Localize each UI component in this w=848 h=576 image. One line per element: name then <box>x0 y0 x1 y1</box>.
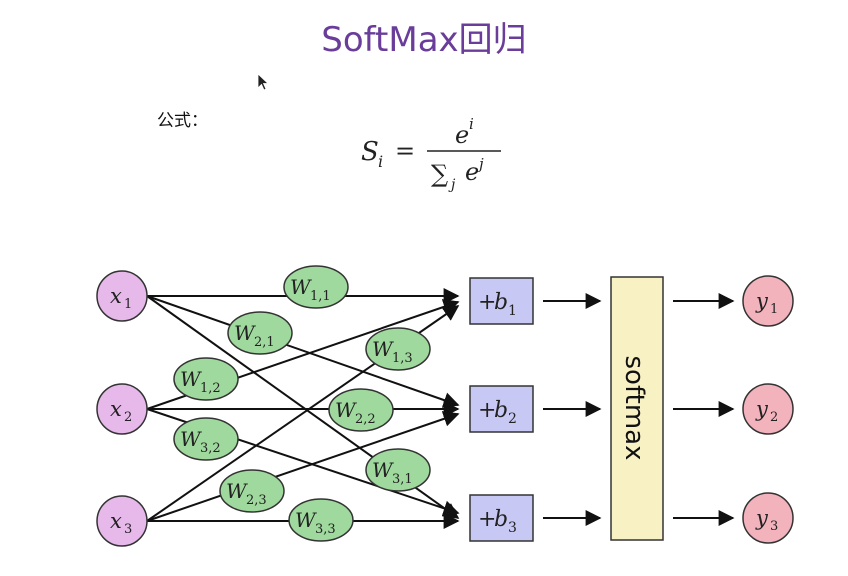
input-x3-base: x <box>110 509 122 533</box>
output-y2-sub: 2 <box>770 410 778 425</box>
bias-node-b1: + b 1 <box>469 277 534 325</box>
bias-b1-plus: + <box>478 290 496 315</box>
formula-sum-sub: j <box>448 177 456 192</box>
bias-b2-plus: + <box>478 398 496 423</box>
bias-b1-sub: 1 <box>508 303 517 319</box>
weight-node-w31: W 3,1 <box>365 448 431 492</box>
input-x1-base: x <box>110 284 122 308</box>
input-x1-sub: 1 <box>124 297 132 312</box>
bias-b3-sub: 3 <box>508 520 517 536</box>
weight-node-w12: W 1,2 <box>173 357 239 401</box>
output-y2-base: y <box>755 397 769 421</box>
bias-b1-base: b <box>494 290 508 315</box>
output-y3-sub: 3 <box>770 519 778 534</box>
output-node-y1: y 1 <box>742 275 794 327</box>
input-x3-sub: 3 <box>124 522 132 537</box>
formula-label: 公式： <box>157 111 208 131</box>
output-connections <box>543 293 735 526</box>
weight-node-w13: W 1,3 <box>365 327 431 371</box>
weight-node-w21: W 2,1 <box>227 311 293 355</box>
weight-w21-base: W <box>234 321 256 345</box>
formula-lhs-symbol: S <box>361 137 379 167</box>
output-y1-sub: 1 <box>770 302 778 317</box>
bias-b3-plus: + <box>478 507 496 532</box>
bias-b2-base: b <box>494 398 508 423</box>
weight-w31-sub: 3,1 <box>392 472 413 487</box>
weight-w13-base: W <box>372 337 394 361</box>
softmax-formula: S i = e i ∑ j e j <box>361 115 501 192</box>
page-title: SoftMax回归 <box>321 20 527 60</box>
weight-w33-base: W <box>295 508 317 532</box>
input-node-x3: x 3 <box>96 495 148 547</box>
weight-w23-base: W <box>226 479 248 503</box>
input-node-x1: x 1 <box>96 270 148 322</box>
formula-numerator-base: e <box>455 121 469 149</box>
weight-w33-sub: 3,3 <box>315 522 336 537</box>
formula-numerator-sup: i <box>469 115 474 133</box>
weight-w31-base: W <box>372 458 394 482</box>
weight-w32-sub: 3,2 <box>200 441 221 456</box>
formula-denominator-base: e <box>465 158 479 186</box>
weight-node-w32: W 3,2 <box>173 417 239 461</box>
weight-node-w33: W 3,3 <box>288 498 354 542</box>
output-y3-base: y <box>755 506 769 530</box>
bias-b3-base: b <box>494 507 508 532</box>
edge-x1-b2 <box>146 295 460 408</box>
softmax-block: softmax <box>610 276 664 541</box>
formula-equals: = <box>395 137 415 165</box>
weight-w23-sub: 2,3 <box>246 493 267 508</box>
input-node-x2: x 2 <box>96 383 148 435</box>
bias-b2-sub: 2 <box>508 411 517 427</box>
input-x2-sub: 2 <box>124 410 132 425</box>
weight-node-w22: W 2,2 <box>328 388 394 432</box>
bias-node-b2: + b 2 <box>469 385 534 433</box>
output-node-y3: y 3 <box>742 492 794 544</box>
weight-node-w11: W 1,1 <box>283 265 349 309</box>
weight-w12-base: W <box>180 367 202 391</box>
weight-w21-sub: 2,1 <box>254 335 275 350</box>
output-y1-base: y <box>755 289 769 313</box>
mouse-cursor-icon <box>257 73 270 91</box>
input-x2-base: x <box>110 397 122 421</box>
output-node-y2: y 2 <box>742 383 794 435</box>
softmax-label: softmax <box>619 356 649 461</box>
weight-w13-sub: 1,3 <box>392 351 413 366</box>
weight-w12-sub: 1,2 <box>200 381 221 396</box>
weight-w11-sub: 1,1 <box>310 289 331 304</box>
weight-node-w23: W 2,3 <box>219 469 285 513</box>
formula-denominator-sup: j <box>476 155 484 173</box>
bias-node-b3: + b 3 <box>469 494 534 542</box>
weight-w32-base: W <box>180 427 202 451</box>
weight-w11-base: W <box>290 275 312 299</box>
formula-lhs-sub: i <box>378 152 383 171</box>
weight-w22-sub: 2,2 <box>355 412 376 427</box>
edge-x3-b2 <box>146 411 460 522</box>
formula-sum-symbol: ∑ <box>431 160 448 188</box>
weight-w22-base: W <box>335 398 357 422</box>
